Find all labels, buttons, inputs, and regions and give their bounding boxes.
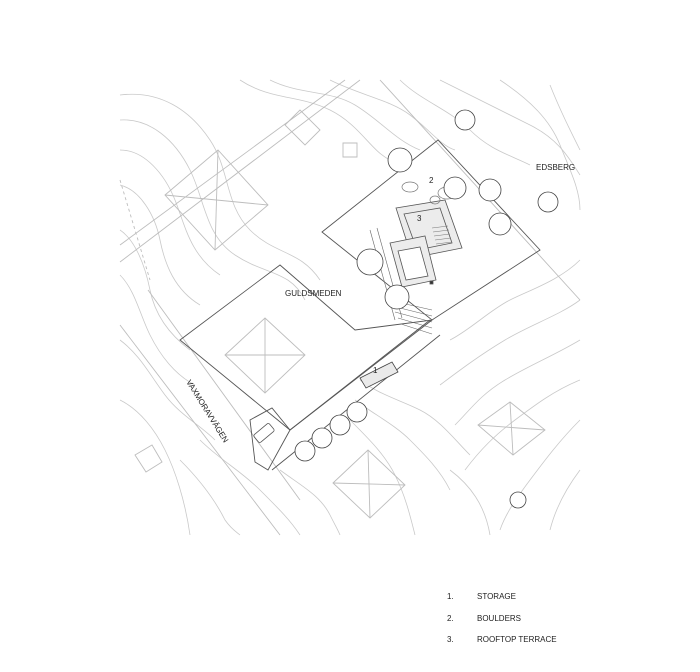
road-label: VAXMORAVVÄGEN [184,378,230,444]
legend-text: ROOFTOP TERRACE [477,635,557,644]
legend-text: BOULDERS [477,613,522,623]
legend-number: 2. [447,613,454,623]
storage-shed [359,361,399,389]
legend-text: STORAGE [477,592,516,601]
guldsmeden-label: GULDSMEDEN [285,289,342,298]
legend-item-rooftop-terrace: 3. ROOFTOP TERRACE [447,635,647,645]
legend-number: 1. [447,592,454,601]
context-buildings [119,79,581,536]
marker-1: 1 [373,366,378,375]
trees [294,109,559,509]
house [389,199,463,288]
marker-2: 2 [429,176,434,185]
legend: 1. STORAGE 2. BOULDERS 3. ROOFTOP TERRAC… [447,592,647,657]
car-icon [253,423,275,443]
legend-number: 3. [447,635,454,644]
edsberg-label: EDSBERG [536,163,575,172]
contour-lines [119,79,581,536]
legend-item-storage: 1. STORAGE [447,592,647,602]
marker-3: 3 [417,214,422,223]
legend-item-boulders: 2. BOULDERS [447,614,647,624]
